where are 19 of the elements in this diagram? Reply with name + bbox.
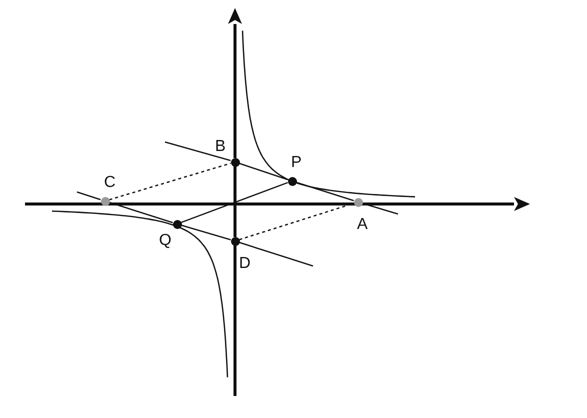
point-label: P (291, 155, 302, 171)
line-segment (180, 182, 288, 224)
line-segment (239, 162, 288, 180)
line-segment (109, 202, 173, 224)
point-label: B (215, 139, 226, 155)
line-segment (181, 224, 231, 240)
point-label: D (239, 256, 251, 272)
point-dot (230, 236, 240, 246)
line-segment (296, 182, 354, 202)
point-dot (354, 198, 362, 206)
dashed-line (239, 202, 354, 240)
point-label: C (104, 175, 116, 191)
point-dot (100, 196, 110, 206)
point-label: A (357, 217, 368, 233)
point-label: Q (159, 233, 172, 249)
point-dot (230, 158, 240, 166)
dashed-line (109, 162, 231, 200)
point-dot (172, 220, 182, 228)
point-dot (288, 176, 296, 186)
